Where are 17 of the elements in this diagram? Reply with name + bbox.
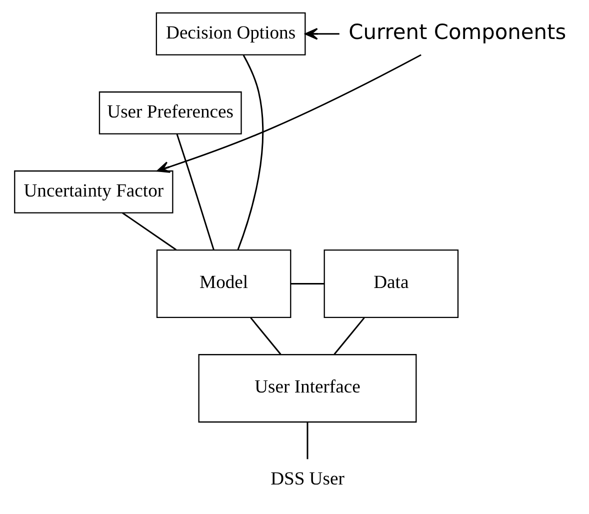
connector <box>122 212 176 250</box>
connector <box>290 282 324 284</box>
arrow <box>156 54 421 173</box>
node-box: User Preferences <box>98 91 242 134</box>
arrow <box>304 28 339 40</box>
connector <box>333 317 364 355</box>
node-text: Current Components <box>348 20 566 44</box>
connector <box>236 54 264 250</box>
node-text: DSS User <box>270 468 344 490</box>
node-box: Decision Options <box>155 12 306 56</box>
node-box: Model <box>156 249 291 318</box>
node-box: Data <box>323 249 458 318</box>
node-box: Uncertainty Factor <box>14 170 173 214</box>
connector <box>250 317 281 355</box>
connector <box>306 422 308 460</box>
connector <box>176 134 214 250</box>
node-box: User Interface <box>198 354 416 423</box>
